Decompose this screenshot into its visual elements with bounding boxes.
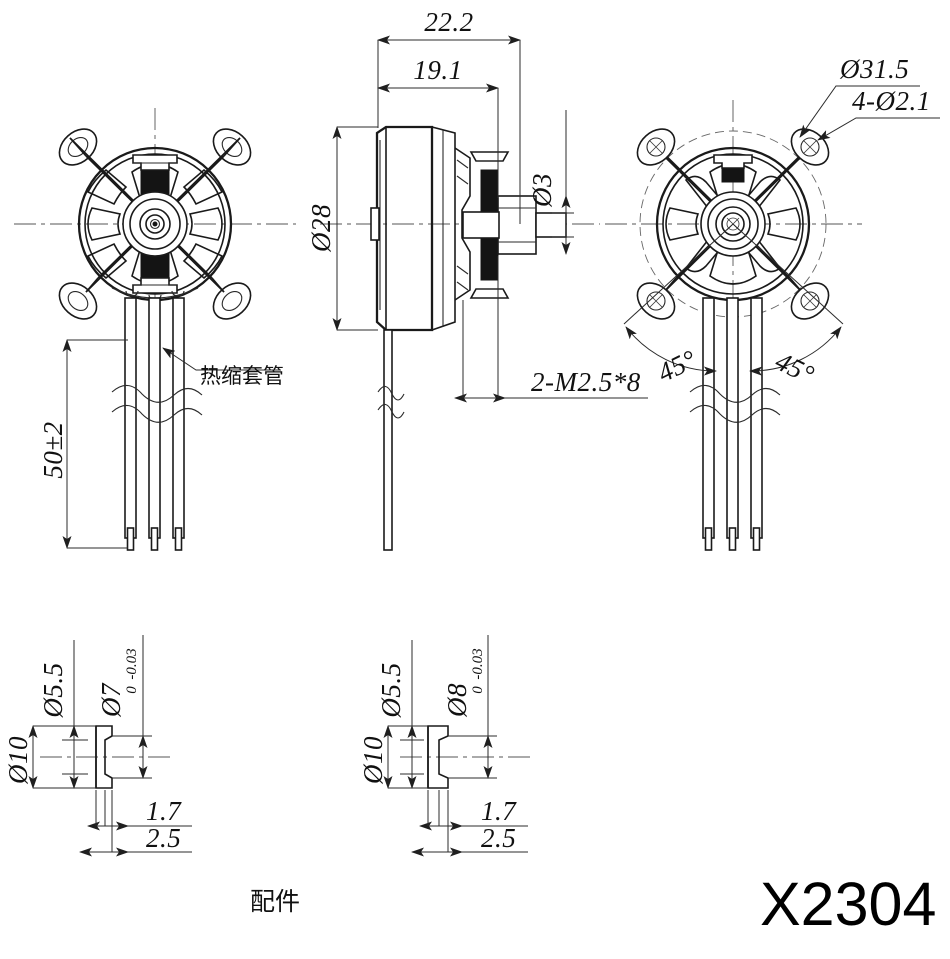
- dim-angle-left-text: 45°: [653, 344, 701, 388]
- side-shaft: [535, 212, 567, 238]
- dim-mount-holes: 4-Ø2.1: [817, 86, 940, 141]
- rear-wires: [689, 297, 781, 551]
- dim-screw-spec-text: 2-M2.5*8: [531, 367, 641, 397]
- side-wires: [377, 329, 405, 551]
- acc-left-dim-flange-thk: 1.7: [87, 790, 192, 831]
- acc-left-dim-bore: Ø5.5: [38, 640, 88, 789]
- acc-right-dim-bore: Ø5.5: [376, 640, 424, 789]
- acc-left-outer-text: Ø7: [96, 682, 126, 718]
- acc-left-tol-lower: -0.03: [124, 648, 140, 679]
- heatshrink-label: 热缩套管: [200, 364, 284, 388]
- acc-right-bore-text: Ø5.5: [376, 662, 406, 718]
- acc-left-profile: [95, 725, 113, 789]
- acc-right-tol-lower: -0.03: [470, 648, 486, 679]
- dim-body-diameter: Ø28: [306, 126, 378, 331]
- dim-overall-length-text: 22.2: [424, 7, 473, 37]
- acc-right-dim-total: 2.5: [411, 790, 528, 857]
- acc-right-dim-outer: Ø8 0 -0.03: [442, 635, 497, 779]
- dim-bolt-circle-text: Ø31.5: [839, 54, 909, 84]
- model-number-label: X2304: [760, 870, 936, 938]
- dim-wire-length-text: 50±2: [38, 421, 68, 478]
- side-view: 22.2 19.1 Ø28 Ø3 2-M2: [306, 7, 648, 551]
- rear-bell-inner: [662, 153, 804, 295]
- acc-right-tol-upper: 0: [470, 686, 486, 694]
- acc-right-total-text: 2.5: [481, 823, 516, 853]
- front-view: 热缩套管 50±2: [14, 108, 296, 551]
- dim-shaft-diameter-text: Ø3: [527, 173, 557, 208]
- acc-left-total-text: 2.5: [146, 823, 181, 853]
- dim-bolt-circle: Ø31.5: [799, 54, 920, 138]
- acc-left-flange-text: Ø10: [3, 736, 33, 785]
- accessory-bushing-7mm: Ø10 Ø5.5 Ø7 0 -0.03 1.7: [3, 635, 192, 857]
- acc-right-flange-text: Ø10: [358, 736, 388, 785]
- heatshrink-callout: 热缩套管: [162, 347, 284, 388]
- acc-left-dim-total: 2.5: [79, 790, 192, 857]
- dim-angle-right-text: 45°: [771, 346, 819, 390]
- dim-wire-length: 50±2: [38, 339, 128, 549]
- dim-shaft-diameter: Ø3: [527, 110, 574, 255]
- acc-right-dim-flange-thk: 1.7: [419, 790, 528, 831]
- dim-body-length: 19.1: [377, 55, 499, 198]
- acc-left-flange-thk-text: 1.7: [146, 796, 182, 826]
- acc-left-bore-text: Ø5.5: [38, 662, 68, 718]
- side-stator: [454, 147, 471, 301]
- acc-left-dim-outer: Ø7 0 -0.03: [96, 635, 152, 779]
- acc-left-tol-upper: 0: [124, 686, 140, 694]
- front-center-hub: [122, 191, 188, 257]
- acc-right-dim-flange: Ø10: [358, 725, 428, 789]
- acc-right-profile: [427, 725, 449, 789]
- dim-mount-holes-text: 4-Ø2.1: [852, 86, 931, 116]
- dim-body-length-text: 19.1: [413, 55, 462, 85]
- accessories-caption: 配件: [250, 887, 300, 916]
- front-wires: [111, 297, 203, 551]
- acc-left-dim-flange: Ø10: [3, 725, 96, 789]
- rear-x-bracket: [636, 128, 830, 320]
- front-bell-inner: [84, 153, 226, 295]
- dim-body-diameter-text: Ø28: [306, 204, 336, 253]
- acc-right-flange-thk-text: 1.7: [481, 796, 517, 826]
- rear-magnet-top: [713, 154, 753, 183]
- acc-right-outer-text: Ø8: [442, 683, 472, 718]
- side-magnet-top: [480, 169, 499, 213]
- accessory-bushing-8mm: Ø10 Ø5.5 Ø8 0 -0.03 1.7: [358, 635, 530, 857]
- dim-screw-spec: 2-M2.5*8: [454, 256, 648, 403]
- dim-overall-length: 22.2: [377, 7, 521, 224]
- side-tab: [370, 207, 380, 241]
- rear-view: Ø31.5 4-Ø2.1 45° 45°: [605, 54, 940, 551]
- side-magnet-bottom: [480, 237, 499, 281]
